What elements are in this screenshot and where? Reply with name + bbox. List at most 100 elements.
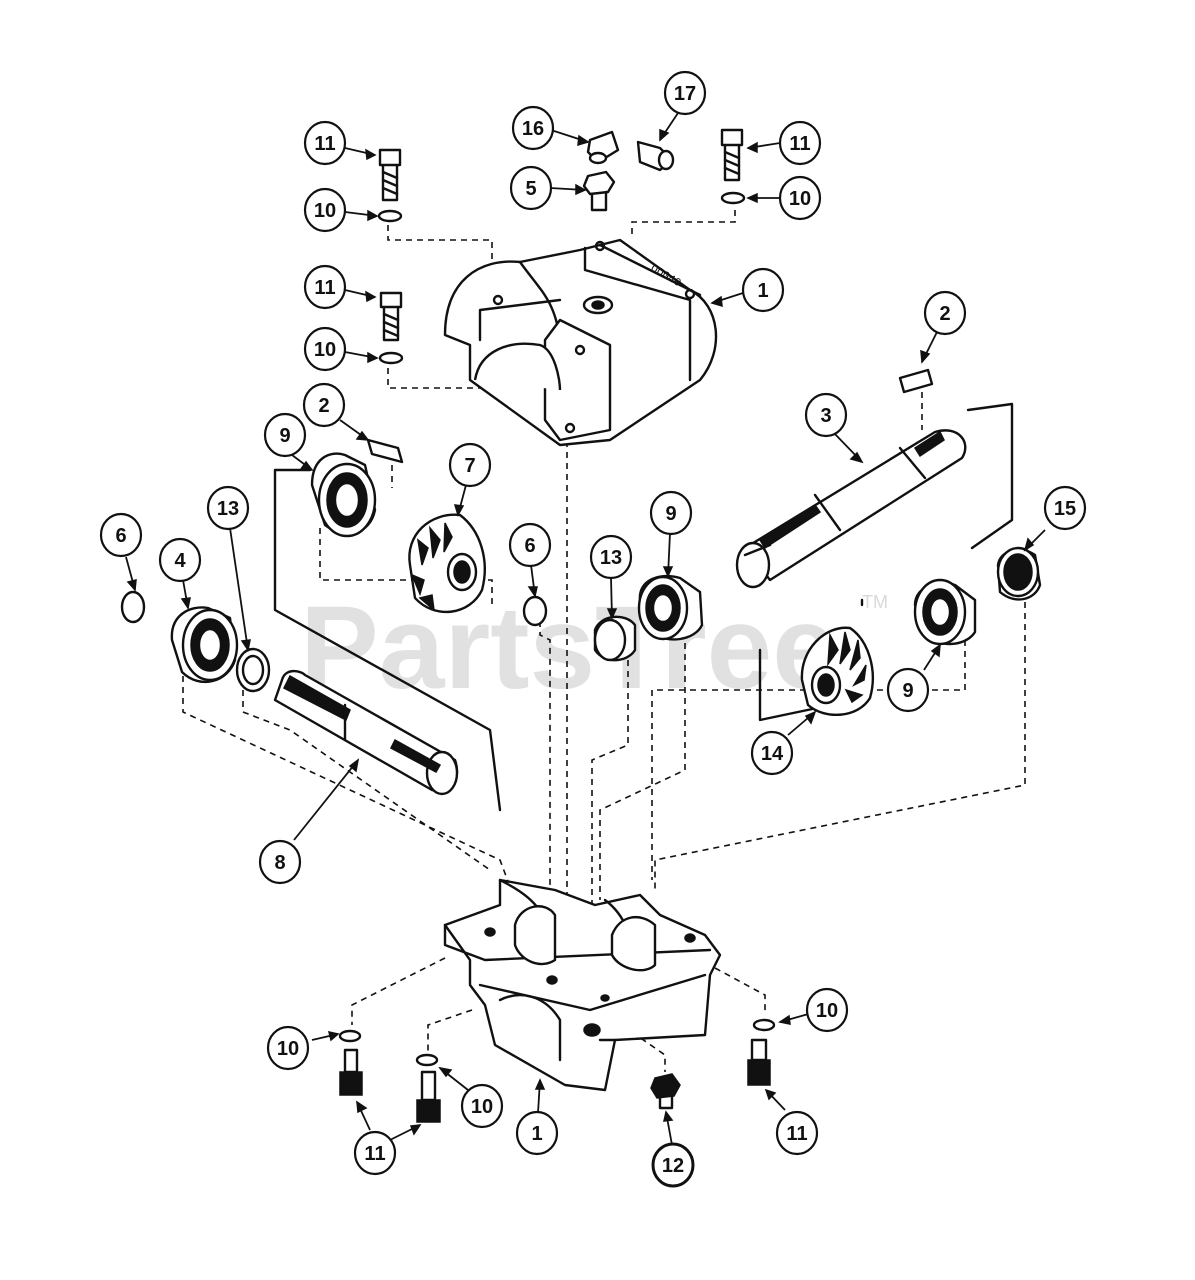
callout-number: 11	[789, 133, 810, 155]
callout-right-shaft[interactable]: 3	[804, 392, 848, 438]
callout-upper-housing[interactable]: 1	[741, 267, 785, 313]
callout-top-right-bolt[interactable]: 11	[778, 120, 822, 166]
callout-center-bearing[interactable]: 9	[649, 490, 693, 536]
callout-circle	[651, 1142, 695, 1188]
callout-number: 5	[525, 178, 536, 200]
callout-mid-left-bolt[interactable]: 11	[303, 264, 347, 310]
callout-lower-right-bolt[interactable]: 11	[775, 1110, 819, 1156]
callout-circle	[508, 522, 552, 568]
callout-number: 10	[314, 339, 336, 361]
leader-lines	[125, 109, 1046, 1146]
key-right	[898, 368, 934, 394]
callout-number: 15	[1054, 498, 1076, 520]
callout-circle	[663, 70, 707, 116]
callout-left-shaft[interactable]: 8	[258, 839, 302, 885]
callout-left-bearing[interactable]: 9	[263, 412, 307, 458]
bolt-lower-left	[339, 1048, 363, 1096]
callout-number: 9	[902, 680, 913, 702]
seal-center	[593, 615, 637, 662]
callout-drain-plug[interactable]: 12	[651, 1142, 695, 1188]
bolt-lower-mid	[416, 1070, 441, 1123]
callout-top-right-washer[interactable]: 10	[778, 175, 822, 221]
callout-number: 3	[820, 405, 831, 427]
bevel-gear-left	[408, 513, 486, 614]
bolt-top-right	[720, 128, 744, 182]
callout-circle	[263, 412, 307, 458]
callout-right-seal-ring[interactable]: 15	[1043, 485, 1087, 531]
washer-top-right	[720, 191, 746, 205]
callout-circle	[741, 267, 785, 313]
washer-lower-mid	[415, 1053, 439, 1067]
bolt-mid-left	[379, 291, 403, 342]
callout-lower-left-bolt[interactable]: 11	[353, 1130, 397, 1176]
callout-number: 11	[364, 1143, 385, 1165]
watermark: PartsTree TM	[300, 582, 888, 714]
elbow-fitting	[586, 130, 620, 165]
bearing-center	[637, 574, 704, 641]
callout-circle	[886, 667, 930, 713]
callout-number: 10	[471, 1096, 493, 1118]
right-shaft	[735, 402, 1014, 589]
callout-lower-left-washer[interactable]: 10	[266, 1025, 310, 1071]
callout-zerk-fitting[interactable]: 17	[663, 70, 707, 116]
callout-right-bearing[interactable]: 9	[886, 667, 930, 713]
callout-left-outer-bearing[interactable]: 4	[158, 537, 202, 583]
cap-left	[120, 590, 146, 624]
callout-left-key[interactable]: 2	[302, 382, 346, 428]
bearing-right	[913, 578, 977, 646]
callout-circle	[778, 120, 822, 166]
seal-left	[235, 647, 271, 693]
callout-circle	[750, 730, 794, 776]
callout-circle	[99, 512, 143, 558]
callout-elbow-fitting[interactable]: 16	[511, 105, 555, 151]
callout-number: 10	[789, 188, 811, 210]
upper-housing: OOG40	[443, 238, 718, 447]
callout-number: 6	[524, 535, 535, 557]
callout-circle	[1043, 485, 1087, 531]
washer-lower-right	[752, 1018, 776, 1032]
callout-center-seal[interactable]: 13	[589, 534, 633, 580]
callout-number: 14	[761, 743, 784, 765]
callout-number: 10	[277, 1038, 299, 1060]
callout-right-gear[interactable]: 14	[750, 730, 794, 776]
callout-number: 10	[314, 200, 336, 222]
watermark-trademark: TM	[862, 592, 888, 612]
seal-ring-right	[996, 546, 1042, 601]
callout-number: 9	[279, 425, 290, 447]
callout-right-key[interactable]: 2	[923, 290, 967, 336]
callout-circle	[509, 165, 553, 211]
callout-number: 4	[174, 550, 186, 572]
callout-top-left-washer[interactable]: 10	[303, 187, 347, 233]
callout-number: 2	[318, 395, 329, 417]
callout-circle	[923, 290, 967, 336]
callout-number: 16	[522, 118, 544, 140]
callout-circle	[460, 1083, 504, 1129]
callout-circle	[649, 490, 693, 536]
callout-left-cap[interactable]: 6	[99, 512, 143, 558]
callout-lower-mid-washer[interactable]: 10	[460, 1083, 504, 1129]
callout-left-gear[interactable]: 7	[448, 442, 492, 488]
bearing-outer-left	[170, 606, 239, 683]
callout-circle	[448, 442, 492, 488]
callout-number: 11	[314, 133, 335, 155]
callout-adapter-fitting[interactable]: 5	[509, 165, 553, 211]
callout-number: 13	[600, 547, 622, 569]
callout-top-left-bolt[interactable]: 11	[303, 120, 347, 166]
grease-zerk-fitting	[636, 140, 675, 172]
callout-circle	[303, 187, 347, 233]
callout-number: 9	[665, 503, 676, 525]
callout-center-cap[interactable]: 6	[508, 522, 552, 568]
left-shaft	[273, 669, 459, 796]
callout-circle	[804, 392, 848, 438]
callout-number: 12	[662, 1155, 684, 1177]
callout-mid-left-washer[interactable]: 10	[303, 326, 347, 372]
callout-left-seal[interactable]: 13	[206, 485, 250, 531]
callout-circle	[775, 1110, 819, 1156]
callout-number: 17	[674, 83, 696, 105]
callout-lower-right-washer[interactable]: 10	[805, 987, 849, 1033]
callout-lower-housing[interactable]: 1	[515, 1110, 559, 1156]
bolt-lower-right	[747, 1038, 771, 1086]
callout-circle	[303, 120, 347, 166]
callout-number: 10	[816, 1000, 838, 1022]
